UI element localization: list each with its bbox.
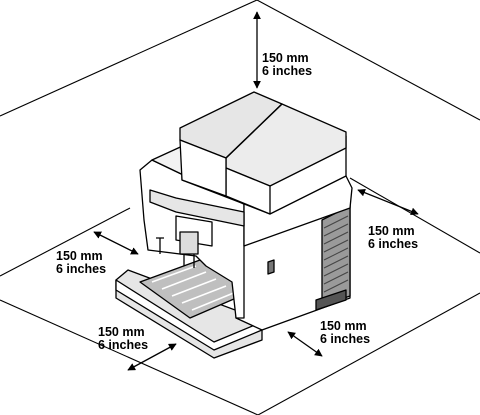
back-right-top-line — [256, 0, 480, 121]
coffee-machine — [115, 91, 353, 359]
drip-grate-slots — [151, 265, 237, 311]
spout-detail — [183, 254, 195, 268]
left-clearance-metric: 150 mm — [56, 249, 103, 263]
back-clearance-imperial: 6 inches — [320, 332, 371, 346]
top-clearance-label: 150 mm 6 inches — [262, 52, 312, 78]
right-clearance-arrow — [357, 188, 419, 216]
top-clearance-metric: 150 mm — [262, 51, 309, 65]
side-vent-slots — [323, 215, 349, 293]
front-clearance-arrow — [127, 343, 177, 371]
spout — [179, 231, 199, 255]
front-clearance-imperial: 6 inches — [98, 338, 149, 352]
back-clearance-label: 150 mm 6 inches — [320, 320, 370, 346]
back-clearance-arrow — [287, 331, 323, 357]
top-clearance-imperial: 6 inches — [262, 64, 313, 78]
hopper-divider — [225, 103, 283, 159]
left-clearance-imperial: 6 inches — [56, 262, 107, 276]
front-clearance-label: 150 mm 6 inches — [98, 326, 148, 352]
left-clearance-arrow — [93, 231, 139, 255]
back-left-top-line — [0, 0, 258, 117]
right-clearance-label: 150 mm 6 inches — [368, 225, 418, 251]
machine-foot — [315, 289, 347, 311]
back-clearance-metric: 150 mm — [320, 319, 367, 333]
front-clearance-metric: 150 mm — [98, 325, 145, 339]
side-knob — [267, 259, 275, 275]
milk-wand — [156, 237, 164, 254]
right-clearance-metric: 150 mm — [368, 224, 415, 238]
left-clearance-label: 150 mm 6 inches — [56, 250, 106, 276]
dimension-arrows — [93, 11, 419, 371]
right-clearance-imperial: 6 inches — [368, 237, 419, 251]
control-panel — [149, 189, 245, 227]
bean-hopper-left-front — [179, 139, 227, 197]
left-floor-line — [0, 207, 131, 277]
front-right-floor-line — [257, 292, 480, 415]
